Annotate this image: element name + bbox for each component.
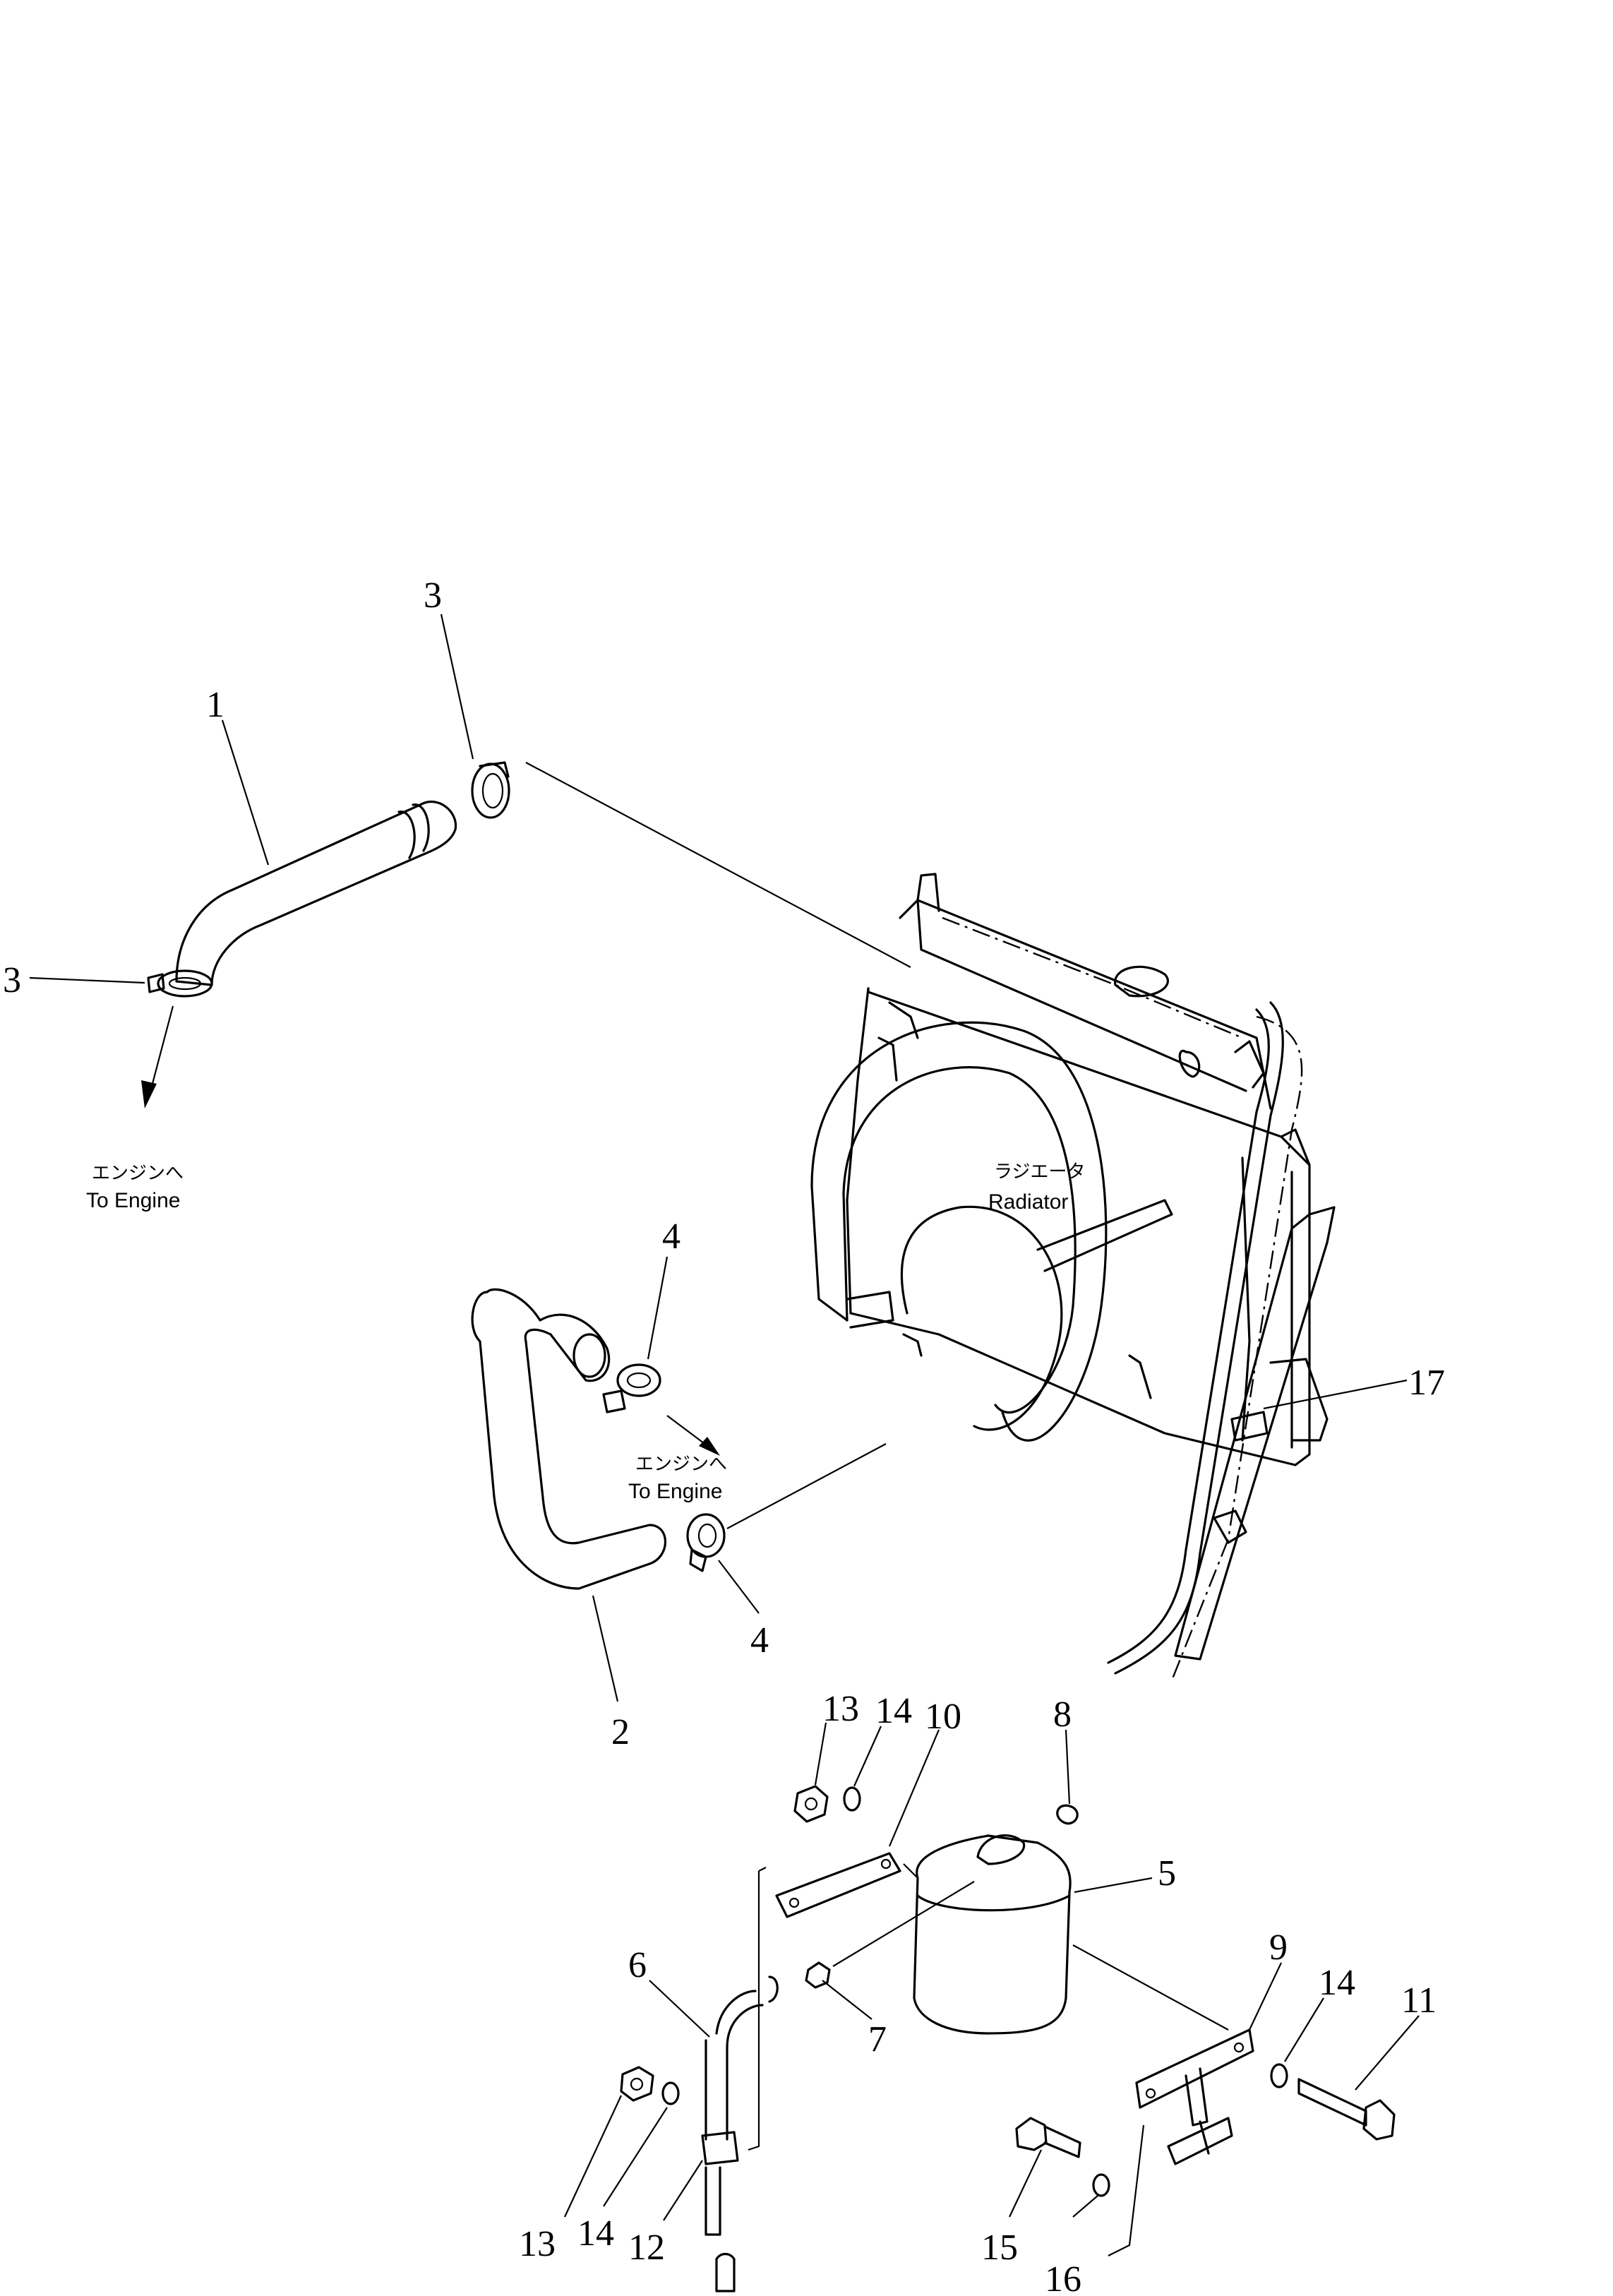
bolt-icon [1297,2078,1367,2127]
callout-numbers: 1 3 3 4 4 2 13 14 10 8 5 6 7 9 14 11 13 … [3,575,1445,2296]
upper-radiator-hose [175,800,457,986]
washer-14-bottom [661,2081,680,2105]
upper-radiator-hose-icon [175,800,457,986]
to-engine-lower-en: To Engine [628,1480,722,1503]
hose-clamp-icon [616,1363,661,1397]
callout-7: 7 [868,2019,887,2059]
clamp-4-bottom [686,1513,726,1572]
clamp-3-top [471,761,510,819]
callout-5: 5 [1158,1853,1176,1894]
callout-14-right: 14 [1319,1963,1355,2003]
callout-6: 6 [628,1945,647,1985]
bolt-15 [1015,2117,1081,2158]
radiator-label-en: Radiator [988,1190,1068,1214]
overflow-pipe [1114,1001,1284,1675]
callout-9: 9 [1269,1927,1288,1968]
callout-4-top: 4 [662,1216,680,1257]
callout-12: 12 [628,2228,665,2268]
nut-icon [793,1785,829,1823]
nut-7 [805,1961,831,1989]
washer-icon [1270,2063,1288,2088]
callout-14-top: 14 [875,1691,912,1731]
callout-4-bottom: 4 [750,1620,769,1661]
stay-10 [775,1852,918,1918]
reserve-tank-icon [913,1834,1072,2035]
hose-6 [701,1867,779,2292]
bolt-icon [1015,2117,1048,2151]
lower-radiator-hose-icon [471,1288,666,1590]
to-engine-upper-en: To Engine [86,1189,180,1212]
clip-8 [1056,1804,1079,1825]
callout-13-top: 13 [822,1689,859,1729]
pipe-stay [1174,1206,1336,1661]
lower-radiator-hose [471,1288,666,1590]
washer-icon [661,2081,680,2105]
to-engine-arrow-upper [141,1005,174,1108]
callout-16: 16 [1045,2259,1081,2296]
nut-13-bottom [620,2066,654,2102]
bracket-9 [1072,1944,1254,2256]
callout-11: 11 [1401,1980,1437,2021]
radiator-label-jp: ラジエータ [994,1161,1085,1183]
nut-13-top [793,1785,829,1823]
callout-13-bottom: 13 [519,2224,556,2264]
overflow-pipe-line [1170,1015,1303,1681]
callout-17: 17 [1408,1363,1445,1403]
callout-2: 2 [611,1712,630,1752]
washer-icon [1092,2173,1110,2197]
to-engine-label-lower: エンジンへ To Engine [628,1454,727,1503]
nut-icon [620,2066,654,2102]
callout-3-left: 3 [3,960,21,1000]
washer-14-top [843,1786,861,1812]
to-engine-lower-jp: エンジンへ [635,1454,727,1475]
callout-8: 8 [1053,1694,1072,1735]
washer-14-right [1270,2063,1288,2088]
hose-clamp-icon [157,969,213,998]
clamp-3-left [147,969,213,998]
bolt-11 [1297,2078,1396,2141]
reserve-tank [913,1834,1072,2035]
to-engine-label-upper: エンジンへ To Engine [86,1163,184,1212]
radiator-label: ラジエータ Radiator [988,1161,1085,1214]
washer-16 [1092,2173,1110,2197]
to-engine-upper-jp: エンジンへ [92,1163,184,1184]
to-engine-arrow-lower [666,1415,720,1456]
clamp-4-top [602,1363,661,1413]
callout-15: 15 [981,2228,1018,2268]
radiator-assembly [810,873,1329,1544]
hose-clamp-icon [471,763,510,819]
callout-1: 1 [206,685,224,725]
callout-10: 10 [925,1697,961,1737]
callout-3-top: 3 [424,575,442,616]
washer-icon [843,1786,861,1812]
leader-lines [29,614,1420,2221]
callout-14-bottom: 14 [577,2213,614,2254]
